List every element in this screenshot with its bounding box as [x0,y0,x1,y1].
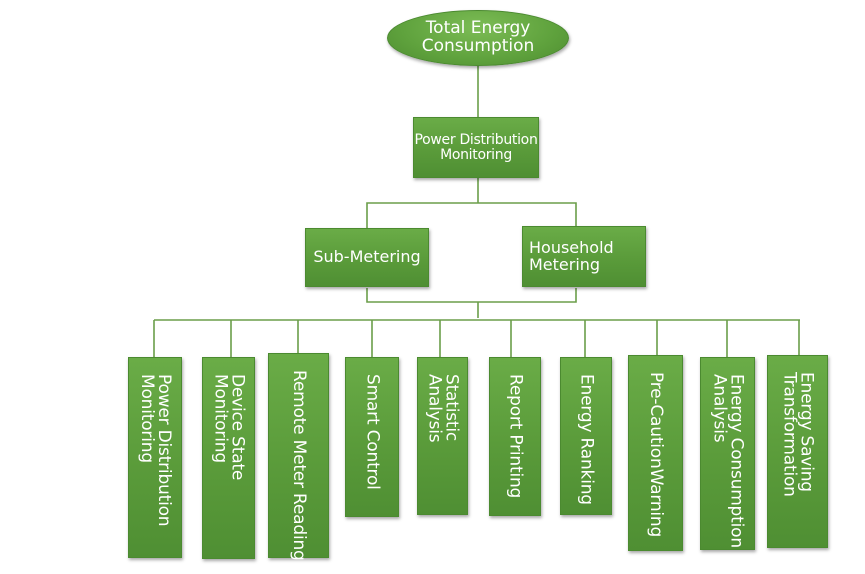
leaf-device-state-monitoring[interactable]: Device State Monitoring [202,357,255,559]
leaf-label: Power Distribution Monitoring [137,374,174,527]
node-household-metering[interactable]: Household Metering [522,226,646,287]
leaf-energy-saving-transformation[interactable]: Energy Saving Transformation [767,355,828,548]
leaf-label: Energy Ranking [576,374,597,505]
connector-level1-to-level2 [366,178,577,228]
leaf-label: Device State Monitoring [210,374,248,481]
connector-level2-to-bus [366,288,577,318]
leaf-remote-meter-reading[interactable]: Remote Meter Reading [268,353,329,561]
leaf-statistic-analysis[interactable]: Statistic Analysis [417,357,468,515]
root-node-total-energy-consumption[interactable]: Total Energy Consumption [387,10,569,66]
node-label: Sub-Metering [313,247,421,267]
leaf-label: Pre-CautionWarning [646,372,666,538]
leaf-energy-ranking[interactable]: Energy Ranking [560,357,612,515]
connector-leaves-drops [153,320,800,357]
node-label: Power Distribution Monitoring [414,131,538,163]
node-sub-metering[interactable]: Sub-Metering [305,228,429,287]
leaf-label: Smart Control [362,374,383,490]
leaf-label: Energy Saving Transformation [779,372,817,497]
leaf-smart-control[interactable]: Smart Control [345,357,399,517]
leaf-label: Report Printing [505,374,526,499]
leaf-label: Statistic Analysis [424,374,462,443]
leaf-pre-caution-warning[interactable]: Pre-CautionWarning [628,355,683,551]
leaf-energy-consumption-analysis[interactable]: Energy Consumption Analysis [700,357,755,550]
leaf-report-printing[interactable]: Report Printing [489,357,541,516]
root-node-label: Total Energy Consumption [421,18,535,56]
node-label: Household Metering [529,237,614,274]
node-power-distribution-monitoring[interactable]: Power Distribution Monitoring [413,117,539,178]
leaf-power-distribution-monitoring[interactable]: Power Distribution Monitoring [128,357,182,558]
leaf-label: Energy Consumption Analysis [709,374,747,548]
leaf-label: Remote Meter Reading [289,370,309,561]
